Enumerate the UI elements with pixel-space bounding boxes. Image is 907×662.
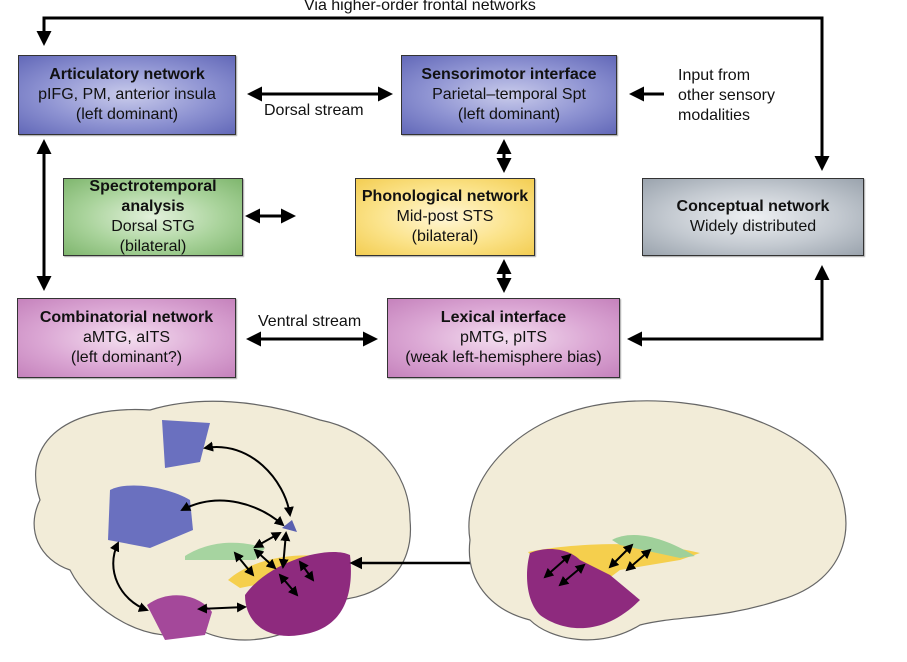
ventral-stream-label: Ventral stream bbox=[258, 313, 362, 330]
brain-region-spt bbox=[282, 520, 297, 532]
combinatorial-network-box: Combinatorial network aMTG, aITS (left d… bbox=[17, 298, 236, 378]
input-label: Input from other sensory modalities bbox=[678, 67, 775, 124]
top-loop-arrow bbox=[36, 16, 830, 171]
spectrotemporal-analysis-box: Spectrotemporal analysis Dorsal STG (bil… bbox=[63, 178, 243, 256]
brain-region-articulatory-upper bbox=[162, 420, 210, 468]
brain-region-spectrotemporal-right bbox=[612, 535, 695, 558]
top-loop-label: Via higher-order frontal networks bbox=[304, 0, 536, 14]
right-hemisphere-illustration bbox=[468, 400, 847, 641]
articulatory-network-box: Articulatory network pIFG, PM, anterior … bbox=[18, 55, 236, 135]
phonological-network-box: Phonological network Mid-post STS (bilat… bbox=[355, 178, 535, 256]
sensorimotor-interface-box: Sensorimotor interface Parietal–temporal… bbox=[401, 55, 617, 135]
lexical-conceptual-arrow bbox=[627, 265, 830, 347]
lexical-interface-box: Lexical interface pMTG, pITS (weak left-… bbox=[387, 298, 620, 378]
conceptual-network-box: Conceptual network Widely distributed bbox=[642, 178, 864, 256]
dorsal-stream-label: Dorsal stream bbox=[264, 102, 364, 119]
brain-region-combinatorial bbox=[147, 595, 212, 640]
brain-region-articulatory-lower bbox=[108, 485, 193, 548]
left-hemisphere-illustration bbox=[33, 400, 412, 641]
